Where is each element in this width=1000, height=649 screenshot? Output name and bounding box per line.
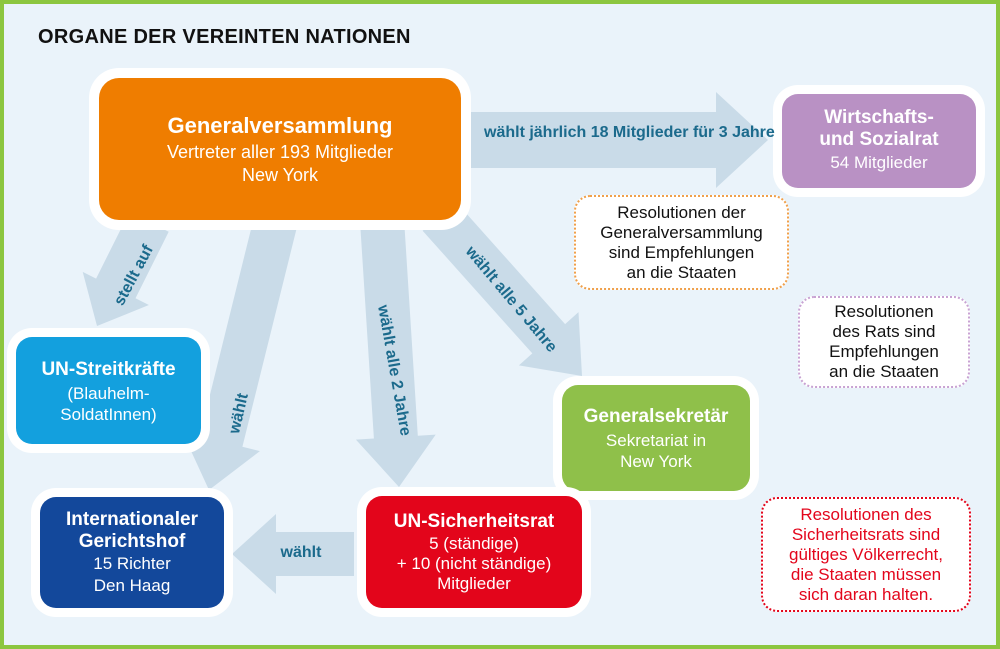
arrow-to-wirtschaftsrat	[460, 92, 768, 188]
note-generalversammlung-line-3: sind Empfehlungen	[608, 242, 755, 262]
gerichtshof-title-2: Gerichtshof	[78, 530, 186, 552]
streitkraefte-box: UN-Streitkräfte (Blauhelm- SoldatInnen)	[16, 337, 201, 444]
streitkraefte-line-2: SoldatInnen)	[60, 404, 157, 424]
note-generalversammlung-line-2: Generalversammlung	[600, 222, 763, 242]
arrow-label-wirtschaft: wählt jährlich 18 Mitglieder für 3 Jahre	[484, 123, 775, 142]
note-sicherheitsrat-line-1: Resolutionen des	[800, 504, 932, 524]
arrow-sr-to-gerichtshof	[232, 514, 354, 594]
note-rat: Resolutionen des Rats sind Empfehlungen …	[798, 296, 970, 388]
note-sicherheitsrat-line-4: die Staaten müssen	[790, 564, 942, 584]
streitkraefte-line-1: (Blauhelm-	[67, 383, 150, 403]
diagram-title: ORGANE DER VEREINTEN NATIONEN	[38, 26, 411, 48]
wirtschafts-sozialrat-line-1: 54 Mitglieder	[830, 153, 928, 172]
gerichtshof-box: Internationaler Gerichtshof 15 Richter D…	[40, 497, 224, 608]
sicherheitsrat-title: UN-Sicherheitsrat	[393, 511, 555, 532]
generalversammlung-line-2: New York	[241, 165, 319, 185]
note-sicherheitsrat-line-3: gültiges Völkerrecht,	[788, 544, 944, 564]
arrow-to-streitkraefte	[82, 212, 169, 326]
arrow-to-sicherheitsrat	[355, 218, 436, 487]
streitkraefte-title: UN-Streitkräfte	[41, 358, 176, 380]
generalsekretaer-title: Generalsekretär	[583, 406, 729, 427]
wirtschafts-sozialrat-title-2: und Sozialrat	[819, 129, 939, 150]
note-rat-line-3: Empfehlungen	[829, 342, 939, 361]
sicherheitsrat-box: UN-Sicherheitsrat 5 (ständige) + 10 (nic…	[366, 496, 582, 608]
note-rat-line-4: an die Staaten	[829, 362, 939, 381]
note-sicherheitsrat-line-2: Sicherheitsrats sind	[791, 524, 941, 544]
note-rat-line-2: des Rats sind	[832, 322, 936, 341]
note-sicherheitsrat-line-5: sich daran halten.	[798, 584, 934, 604]
note-rat-line-1: Resolutionen	[834, 302, 934, 321]
sicherheitsrat-line-3: Mitglieder	[437, 574, 511, 593]
arrow-to-generalsekretaer	[422, 201, 582, 376]
arrow-label-wirtschaft-line-1: wählt jährlich 18 Mitglieder	[484, 124, 689, 141]
gerichtshof-title-1: Internationaler	[66, 508, 198, 530]
note-generalversammlung-line-1: Resolutionen der	[617, 202, 746, 222]
note-generalversammlung: Resolutionen der Generalversammlung sind…	[574, 195, 789, 290]
arrow-label-wirtschaft-line-2: für 3 Jahre	[692, 124, 775, 141]
sicherheitsrat-line-1: 5 (ständige)	[429, 534, 519, 553]
note-generalversammlung-line-4: an die Staaten	[626, 262, 737, 282]
gerichtshof-line-1: 15 Richter	[93, 553, 171, 573]
gerichtshof-line-2: Den Haag	[93, 575, 171, 595]
generalversammlung-line-1: Vertreter aller 193 Mitglieder	[166, 142, 394, 162]
generalversammlung-box: Generalversammlung Vertreter aller 193 M…	[99, 78, 461, 220]
note-sicherheitsrat: Resolutionen des Sicherheitsrats sind gü…	[761, 497, 971, 612]
arrow-to-gerichtshof	[182, 214, 298, 490]
generalsekretaer-line-2: New York	[620, 452, 692, 471]
generalsekretaer-line-1: Sekretariat in	[605, 431, 707, 450]
generalversammlung-title: Generalversammlung	[167, 113, 393, 138]
wirtschafts-sozialrat-box: Wirtschafts- und Sozialrat 54 Mitglieder	[782, 94, 976, 188]
wirtschafts-sozialrat-title-1: Wirtschafts-	[824, 107, 934, 128]
arrow-label-sr-gerichtshof: wählt	[280, 544, 322, 561]
sicherheitsrat-line-2: + 10 (nicht ständige)	[396, 554, 552, 573]
generalsekretaer-box: Generalsekretär Sekretariat in New York	[562, 385, 750, 491]
arrows-layer	[82, 92, 768, 594]
